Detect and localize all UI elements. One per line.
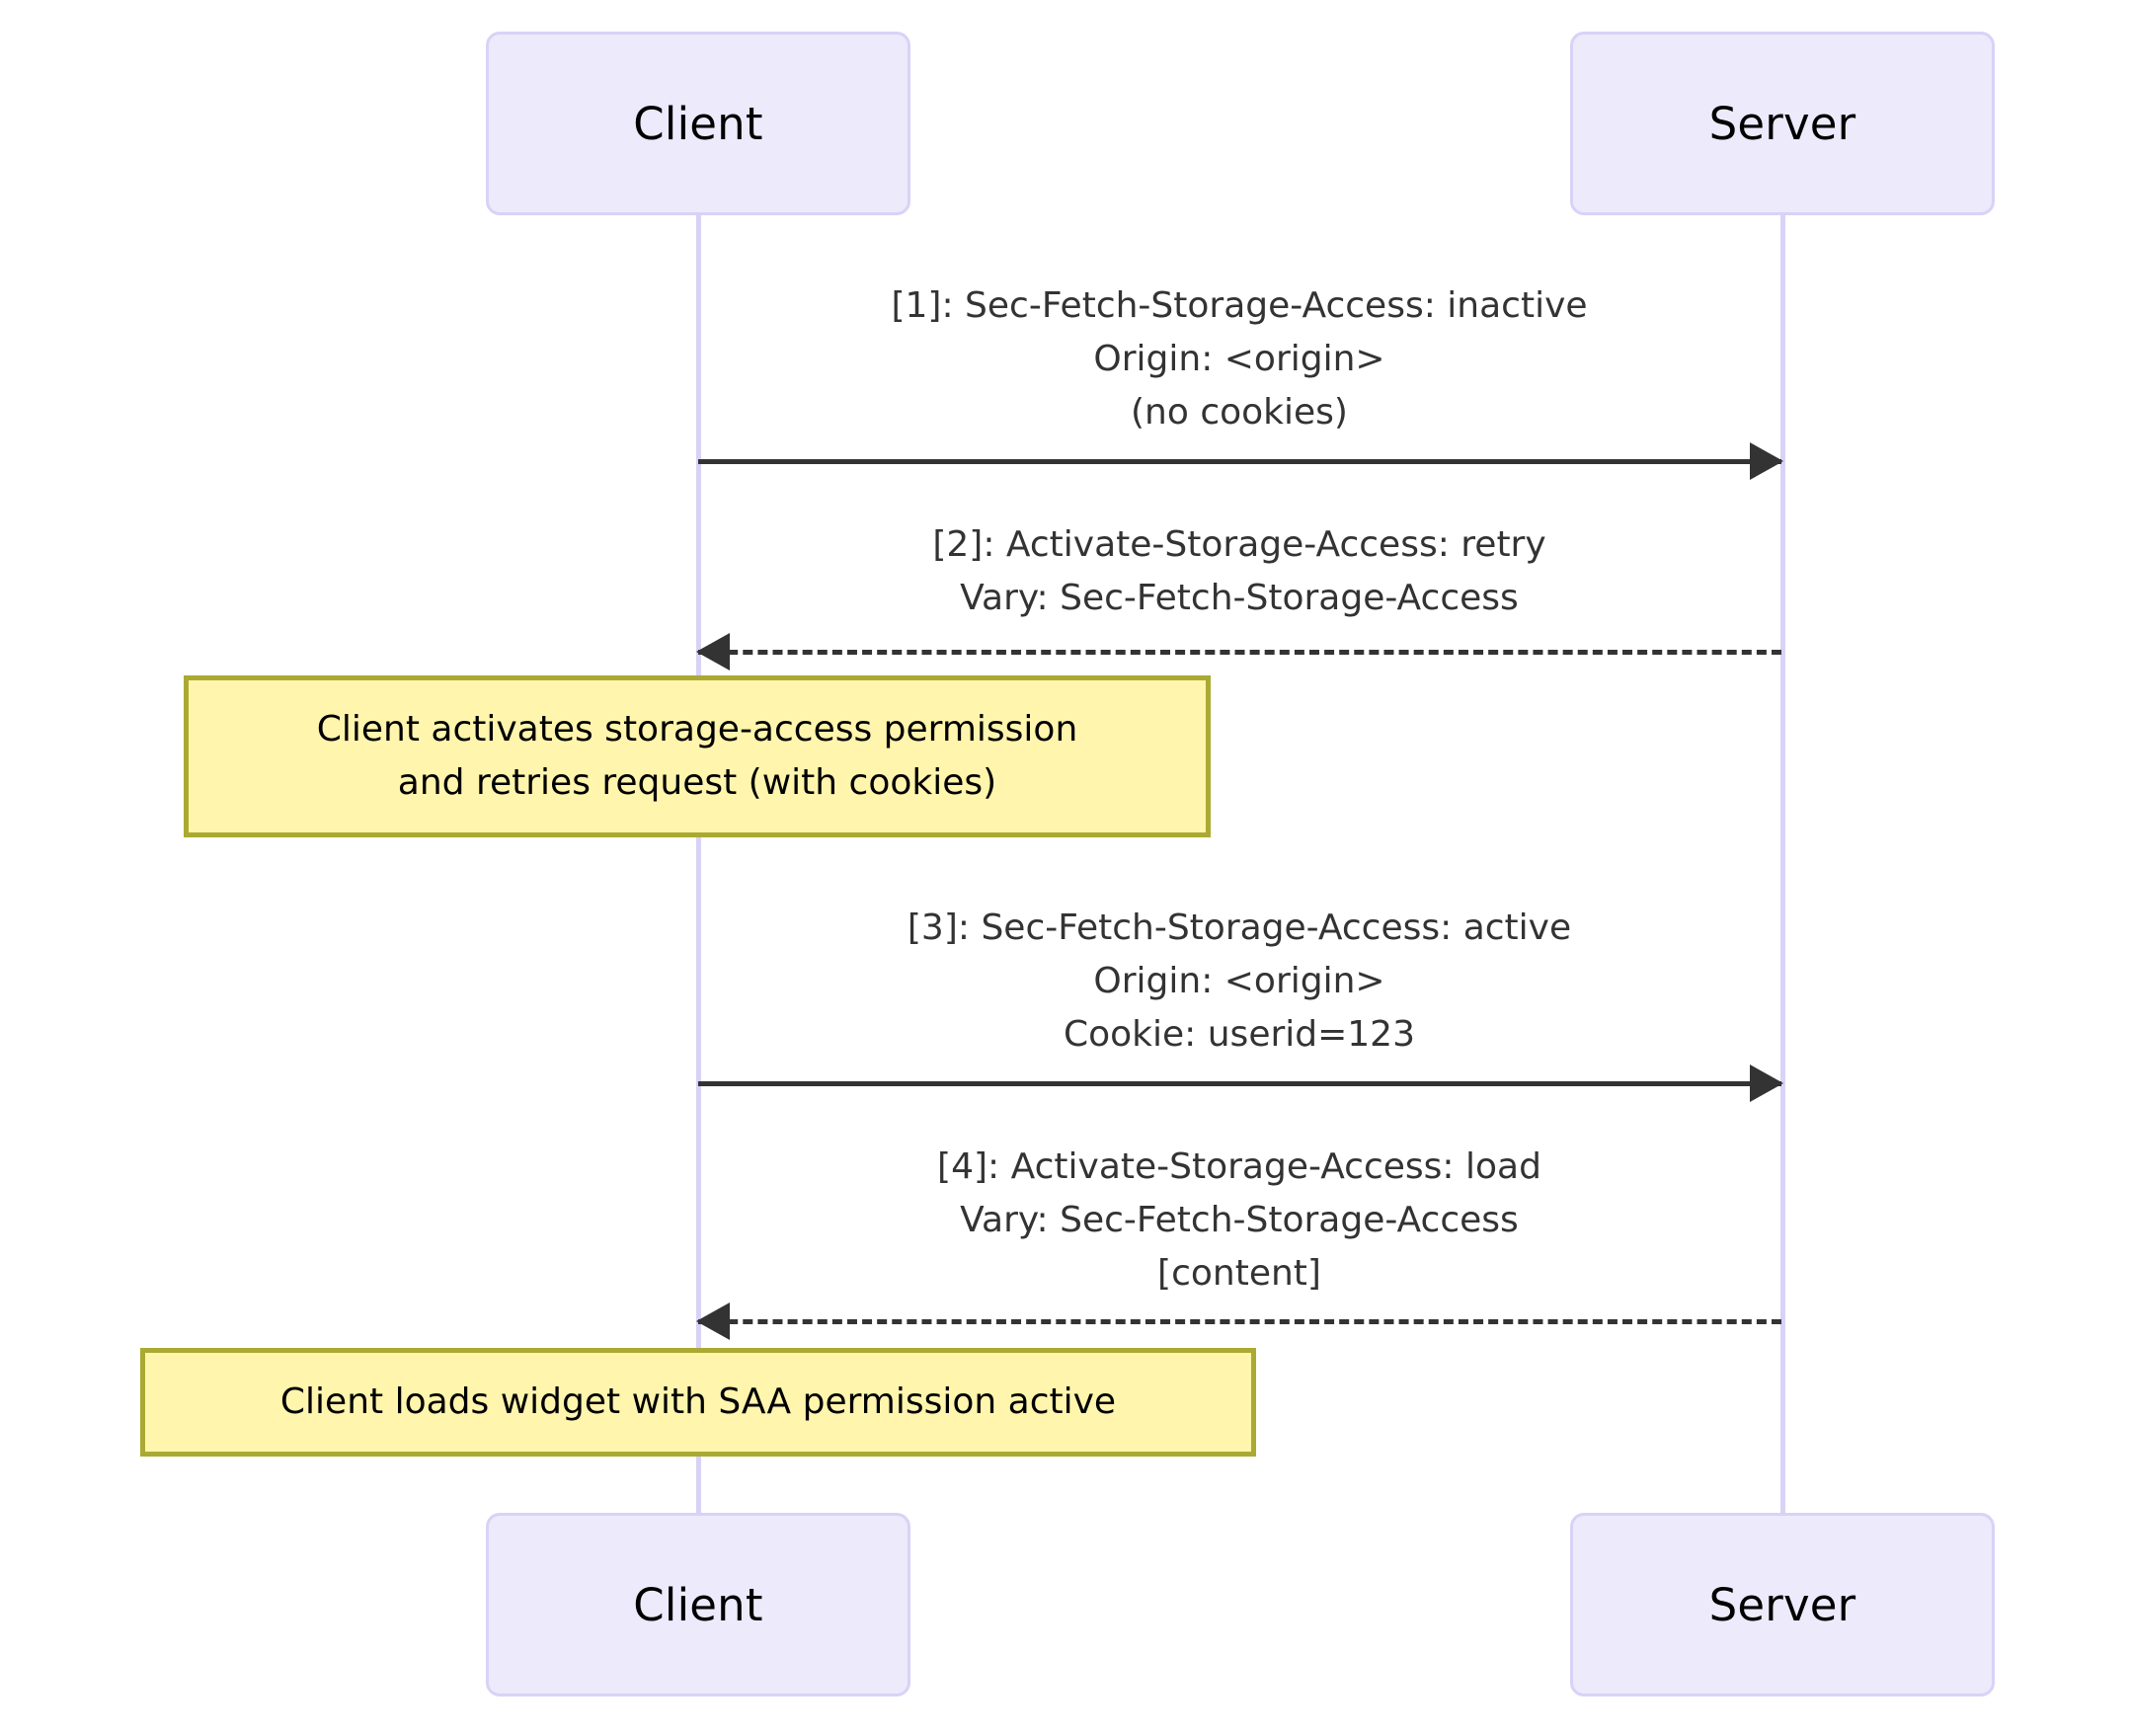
message-2-arrow-shaft xyxy=(698,650,1781,655)
message-2-arrowhead xyxy=(696,633,730,671)
lifeline-server xyxy=(1780,215,1785,1513)
message-3-arrow-shaft xyxy=(698,1081,1781,1086)
participant-server-top-label: Server xyxy=(1708,97,1856,150)
participant-server-bottom-label: Server xyxy=(1708,1578,1856,1631)
participant-client-top[interactable]: Client xyxy=(486,32,910,215)
message-4-arrowhead xyxy=(696,1302,730,1340)
message-3-arrowhead xyxy=(1750,1065,1783,1102)
note-client-loads-widget: Client loads widget with SAA permission … xyxy=(140,1348,1256,1457)
participant-client-top-label: Client xyxy=(633,97,763,150)
lifeline-client xyxy=(696,215,701,1513)
message-1-arrow-shaft xyxy=(698,459,1781,464)
message-1-arrowhead xyxy=(1750,442,1783,480)
participant-server-bottom[interactable]: Server xyxy=(1570,1513,1995,1697)
participant-client-bottom[interactable]: Client xyxy=(486,1513,910,1697)
participant-server-top[interactable]: Server xyxy=(1570,32,1995,215)
message-2-label: [2]: Activate-Storage-Access: retry Vary… xyxy=(932,524,1546,618)
note-client-activates: Client activates storage-access permissi… xyxy=(184,675,1211,837)
message-1-label: [1]: Sec-Fetch-Storage-Access: inactive … xyxy=(891,285,1588,433)
message-3-label: [3]: Sec-Fetch-Storage-Access: active Or… xyxy=(907,907,1572,1055)
participant-client-bottom-label: Client xyxy=(633,1578,763,1631)
message-4-label: [4]: Activate-Storage-Access: load Vary:… xyxy=(937,1146,1541,1294)
message-4-arrow-shaft xyxy=(698,1319,1781,1324)
